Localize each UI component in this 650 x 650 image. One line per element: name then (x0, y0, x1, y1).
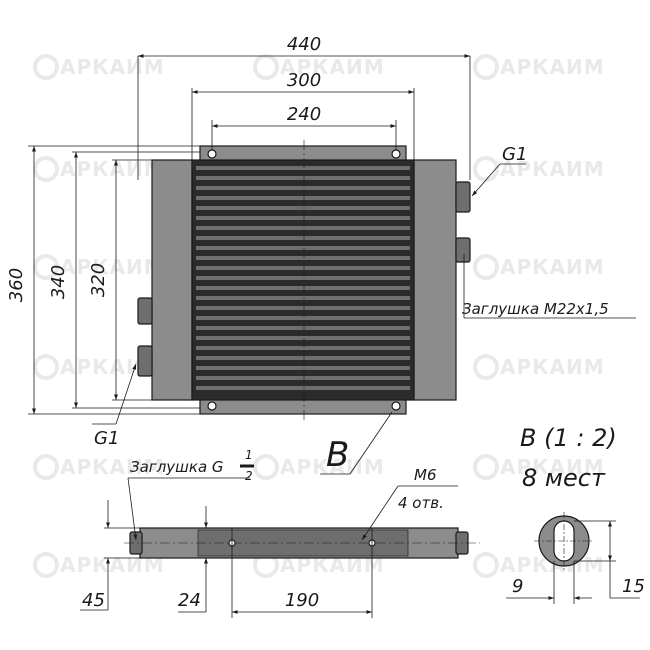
gear-logo-icon (33, 454, 59, 480)
fin-tube (196, 306, 410, 310)
right-tank (413, 159, 457, 401)
dim-depth: 45 (82, 590, 105, 611)
watermark-tile: АРКАИМ (473, 354, 605, 380)
left-tank (151, 159, 193, 401)
label-plug-g-denominator: 2 (245, 469, 253, 483)
bottom-view (124, 527, 480, 559)
label-port-g1-top: G1 (502, 144, 527, 165)
port-right-upper (455, 181, 471, 213)
gear-logo-icon (33, 552, 59, 578)
gear-logo-icon (473, 254, 499, 280)
watermark-tile: АРКАИМ (473, 254, 605, 280)
watermark-tile: АРКАИМ (473, 54, 605, 80)
fin-tube (196, 266, 410, 270)
dim-hole-spacing: 240 (287, 104, 321, 125)
dim-frame-height: 340 (48, 265, 69, 299)
fin-tube (196, 216, 410, 220)
watermark-tile: АРКАИМ (253, 454, 385, 480)
radiator-fins (196, 166, 410, 390)
fin-tube (196, 196, 410, 200)
fin-tube (196, 286, 410, 290)
dim-slot-height: 15 (622, 576, 645, 597)
fin-tube (196, 356, 410, 360)
fin-tube (196, 186, 410, 190)
watermark-text: АРКАИМ (500, 157, 605, 181)
dim-core-width: 300 (287, 70, 321, 91)
top-dimensions: 440 300 240 (137, 34, 471, 180)
watermark-text: АРКАИМ (500, 55, 605, 79)
detail-count: 8 мест (522, 464, 606, 492)
gear-logo-icon (33, 354, 59, 380)
watermark-text: АРКАИМ (500, 255, 605, 279)
fin-tube (196, 346, 410, 350)
watermark-tile: АРКАИМ (33, 454, 165, 480)
fin-tube (196, 316, 410, 320)
mount-hole-top-right (391, 149, 401, 159)
watermark-tile: АРКАИМ (473, 552, 604, 578)
watermark-text: АРКАИМ (60, 455, 165, 479)
mount-hole-top-left (207, 149, 217, 159)
dim-slot-width: 9 (512, 576, 523, 597)
watermark-tile: АРКАИМ (33, 54, 165, 80)
gear-logo-icon (33, 54, 59, 80)
front-view (137, 140, 471, 420)
gear-logo-icon (473, 54, 499, 80)
fin-tube (196, 386, 410, 390)
gear-logo-icon (473, 454, 499, 480)
gear-logo-icon (253, 54, 279, 80)
dim-overall-width: 440 (287, 34, 321, 55)
watermark-text: АРКАИМ (60, 55, 165, 79)
fin-tube (196, 236, 410, 240)
watermark-text: АРКАИМ (280, 55, 385, 79)
dim-overall-height: 360 (6, 268, 27, 302)
plug-left-upper (137, 297, 153, 325)
view-marker-b: B (326, 435, 349, 475)
fin-tube (196, 276, 410, 280)
fin-tube (196, 176, 410, 180)
label-holes-thread: М6 (414, 466, 437, 484)
fin-tube (196, 256, 410, 260)
gear-logo-icon (253, 454, 279, 480)
mount-hole-bottom-right (391, 401, 401, 411)
mount-hole-bottom-left (207, 401, 217, 411)
watermark-text: АРКАИМ (280, 455, 385, 479)
port-left-lower (137, 345, 153, 377)
fin-tube (196, 326, 410, 330)
front-leaders: G1 Заглушка М22х1,5 G1 B (92, 144, 636, 475)
plug-right-lower (455, 237, 471, 263)
label-holes-count: 4 отв. (398, 494, 444, 512)
dim-bottom-hole-spacing: 190 (285, 590, 319, 611)
fin-tube (196, 166, 410, 170)
detail-title: B (1 : 2) (520, 424, 617, 452)
gear-logo-icon (473, 156, 499, 182)
detail-view-b: B (1 : 2) 8 мест 15 9 (506, 424, 645, 604)
fin-tube (196, 296, 410, 300)
dim-port-offset: 24 (178, 590, 201, 611)
label-plug-m22: Заглушка М22х1,5 (462, 300, 609, 318)
gear-logo-icon (33, 156, 59, 182)
label-plug-g-numerator: 1 (245, 448, 253, 462)
watermark-text: АРКАИМ (500, 355, 605, 379)
fin-tube (196, 336, 410, 340)
fin-tube (196, 366, 410, 370)
fin-tube (196, 246, 410, 250)
watermark-text: АРКАИМ (500, 455, 605, 479)
fin-tube (196, 206, 410, 210)
dim-core-height: 320 (88, 263, 109, 297)
left-dimensions: 360 340 320 (6, 145, 200, 415)
fin-tube (196, 376, 410, 380)
watermark-tile: АРКАИМ (33, 156, 164, 182)
bottom-view-dimensions: 45 24 190 (80, 500, 373, 618)
bottom-view-leaders: Заглушка G 1 2 М6 4 отв. (127, 448, 458, 541)
gear-logo-icon (473, 552, 499, 578)
watermark-tile: АРКАИМ (473, 156, 605, 182)
gear-logo-icon (473, 354, 499, 380)
fin-tube (196, 226, 410, 230)
label-plug-g-prefix: Заглушка G (130, 458, 224, 476)
label-port-g1-bottom: G1 (94, 428, 119, 449)
watermark-tile: АРКАИМ (473, 454, 605, 480)
